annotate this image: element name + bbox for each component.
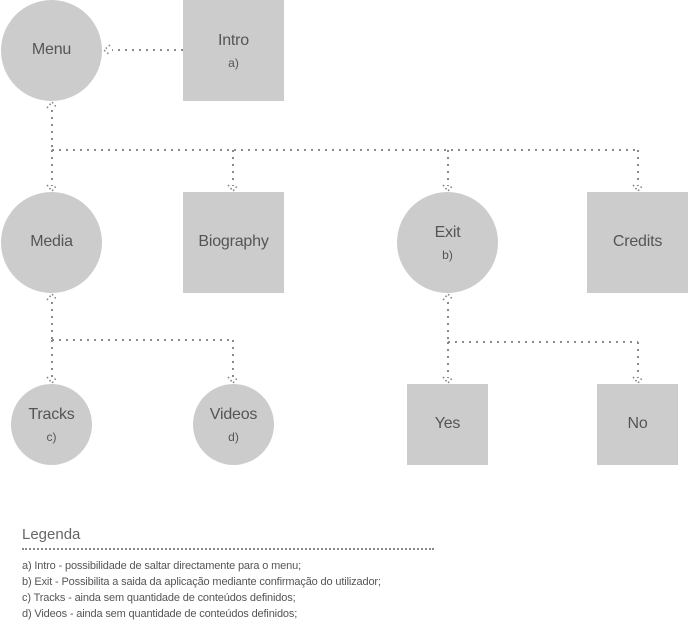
node-exit: Exit b)	[397, 192, 498, 293]
arrow-into-tracks	[46, 376, 58, 385]
arrow-into-biography	[227, 184, 239, 193]
arrow-from-exit	[442, 292, 454, 301]
node-media: Media	[1, 192, 102, 293]
node-videos-note: d)	[228, 429, 239, 444]
node-tracks-label: Tracks	[28, 406, 75, 424]
node-yes-label: Yes	[434, 415, 461, 433]
node-no: No	[597, 384, 678, 465]
node-yes: Yes	[407, 384, 488, 465]
node-biography-label: Biography	[198, 233, 269, 251]
node-intro-note: a)	[228, 55, 239, 70]
legend-item: b) Exit - Possibilita a saida da aplicaç…	[22, 576, 381, 588]
node-credits-label: Credits	[612, 233, 663, 251]
legend-item: c) Tracks - ainda sem quantidade de cont…	[22, 592, 296, 604]
node-videos: Videos d)	[193, 384, 274, 465]
node-intro: Intro a)	[183, 0, 284, 101]
node-menu: Menu	[1, 0, 102, 101]
legend: Legenda a) Intro - possibilidade de salt…	[22, 526, 442, 622]
node-exit-note: b)	[442, 247, 453, 262]
arrow-into-yes	[442, 376, 454, 385]
node-menu-label: Menu	[31, 41, 72, 59]
legend-item: d) Videos - ainda sem quantidade de cont…	[22, 608, 298, 620]
arrow-into-videos	[227, 376, 239, 385]
node-videos-label: Videos	[209, 406, 258, 424]
node-biography: Biography	[183, 192, 284, 293]
arrow-into-menu	[102, 44, 111, 56]
arrow-from-media	[46, 292, 58, 301]
node-no-label: No	[627, 415, 648, 433]
legend-item: a) Intro - possibilidade de saltar direc…	[22, 560, 301, 572]
node-credits: Credits	[587, 192, 688, 293]
arrow-into-media	[46, 184, 58, 193]
node-exit-label: Exit	[434, 224, 461, 242]
arrow-from-menu	[46, 100, 58, 109]
legend-divider	[22, 548, 434, 550]
arrow-into-exit	[442, 184, 454, 193]
legend-title: Legenda	[22, 526, 81, 543]
node-media-label: Media	[30, 233, 73, 251]
arrow-into-no	[632, 376, 644, 385]
node-tracks: Tracks c)	[11, 384, 92, 465]
node-intro-label: Intro	[217, 32, 250, 50]
arrow-into-credits	[632, 184, 644, 193]
node-tracks-note: c)	[46, 429, 57, 444]
legend-list: a) Intro - possibilidade de saltar direc…	[22, 558, 442, 622]
